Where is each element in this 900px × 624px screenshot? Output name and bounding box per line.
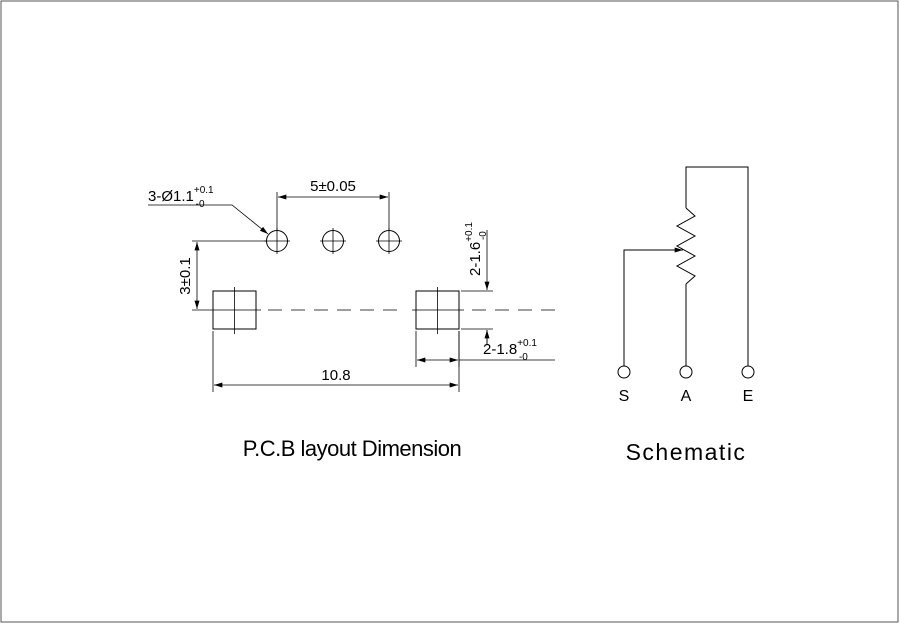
pcb-layout: 3-Ø1.1+0.1-0 5±0.05 3±0.1 10.8 2-1.6+0.1… <box>148 178 558 461</box>
height-dimension-label: 3±0.1 <box>177 257 194 294</box>
terminal-a-label: A <box>681 388 692 405</box>
mounting-hole-2 <box>320 228 346 254</box>
span-dimension-label: 10.8 <box>321 367 350 384</box>
hole-leader <box>148 204 269 235</box>
schematic: S A E Schematic <box>617 166 755 465</box>
pad-width-dimension-label: 2-1.8+0.1-0 <box>483 338 537 363</box>
schematic-title: Schematic <box>626 439 747 465</box>
wire-to-e <box>685 166 749 366</box>
solder-pad-right <box>412 287 464 334</box>
resistor-symbol <box>675 207 697 285</box>
wiper-wire <box>623 249 668 366</box>
solder-pad-left <box>209 287 261 334</box>
pcb-layout-title: P.C.B layout Dimension <box>243 436 462 461</box>
mounting-hole-1 <box>264 228 290 254</box>
pad-height-dimension-label: 2-1.6+0.1-0 <box>464 222 489 276</box>
mounting-hole-3 <box>376 228 402 254</box>
terminal-e <box>741 365 755 379</box>
pitch-dimension-label: 5±0.05 <box>310 178 356 195</box>
terminal-a <box>679 365 693 379</box>
terminal-s-label: S <box>619 388 630 405</box>
terminal-e-label: E <box>743 388 754 405</box>
terminal-s <box>617 365 631 379</box>
hole-dimension-label: 3-Ø1.1+0.1-0 <box>148 185 214 210</box>
